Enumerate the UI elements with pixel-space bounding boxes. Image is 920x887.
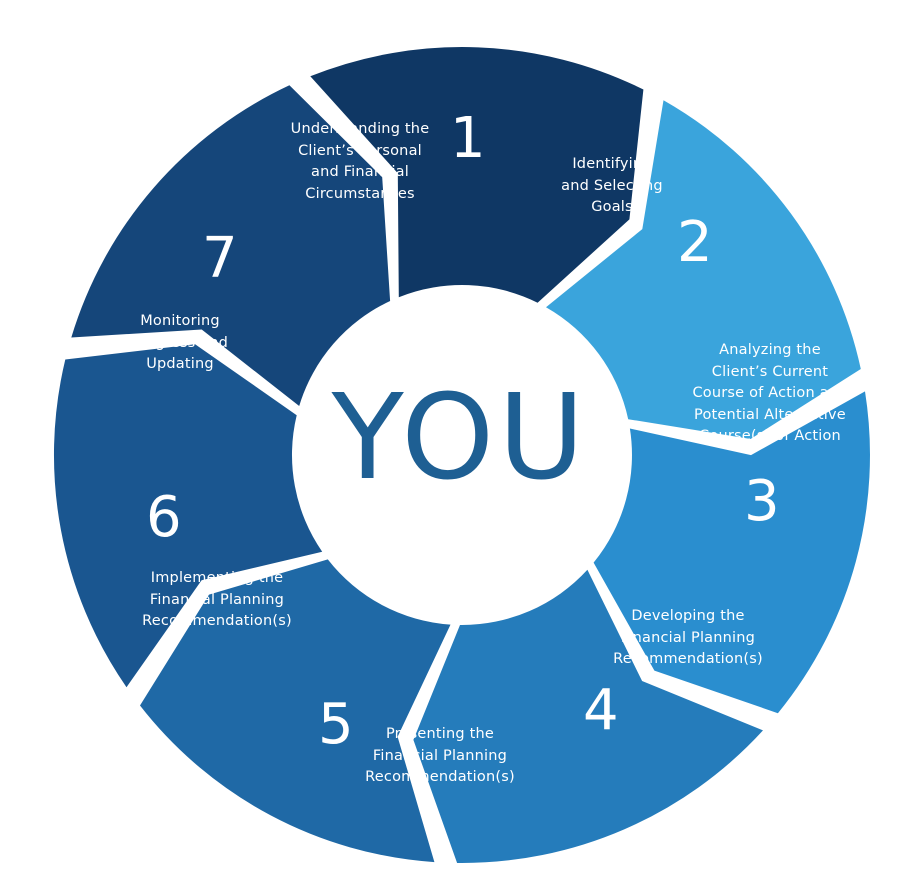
step-6-number: 6: [146, 485, 182, 550]
step-4-segment: [140, 559, 451, 863]
step-6-segment: [71, 85, 391, 407]
step-7-number: 7: [202, 226, 238, 291]
center-circle: [296, 289, 628, 621]
step-5-label: Presenting the Financial Planning Recomm…: [365, 726, 515, 785]
step-2-label: Identifying and Selecting Goals: [561, 156, 663, 215]
step-3-number: 3: [744, 469, 780, 534]
step-4-number: 4: [583, 678, 619, 743]
step-7-segment: [310, 47, 644, 303]
step-2-segment: [593, 391, 870, 714]
step-1-number: 1: [450, 106, 486, 171]
step-1-segment: [546, 100, 861, 439]
step-6-label: Implementing the Financial Planning Reco…: [142, 570, 292, 629]
center-label: YOU: [331, 368, 589, 506]
step-2-number: 2: [677, 210, 713, 275]
step-4-label: Developing the Financial Planning Recomm…: [613, 608, 763, 667]
step-3-label: Analyzing the Client’s Current Course of…: [692, 342, 848, 444]
step-3-segment: [413, 569, 763, 864]
step-7-label: Monitoring Progress and Updating: [131, 313, 229, 372]
step-5-segment: [53, 344, 323, 688]
step-5-number: 5: [318, 692, 354, 757]
step-1-label: Understanding the Client’s Personal and …: [290, 121, 430, 202]
